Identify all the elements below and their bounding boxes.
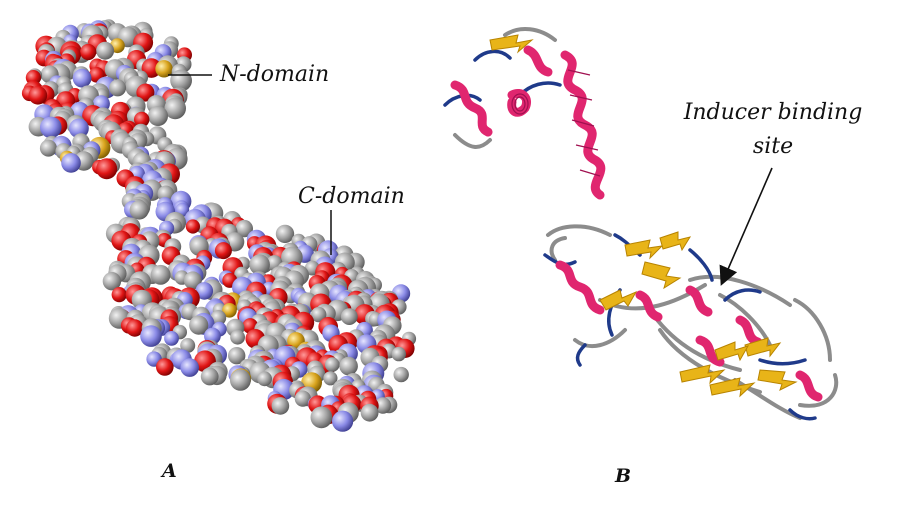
sheet-segments	[489, 34, 798, 398]
inducer-site-line1: Inducer binding	[683, 100, 863, 125]
atom-sphere	[374, 397, 392, 414]
coil-gray-segments	[453, 27, 839, 420]
atom-sphere	[109, 79, 127, 97]
atom-sphere	[271, 397, 290, 415]
n-domain-label: N-domain	[220, 62, 330, 87]
atom-sphere	[180, 338, 196, 353]
atom-sphere	[228, 347, 246, 365]
atom-sphere	[111, 287, 127, 303]
atom-sphere	[28, 86, 48, 105]
atom-sphere	[61, 153, 81, 173]
atom-sphere	[332, 410, 354, 432]
atom-sphere	[150, 264, 171, 285]
atom-sphere	[294, 390, 311, 407]
atom-sphere	[164, 331, 179, 346]
atom-sphere	[195, 282, 214, 300]
atom-sphere	[183, 271, 202, 290]
atom-sphere	[96, 158, 118, 180]
c-domain-label: C-domain	[298, 184, 405, 209]
atom-sphere	[141, 58, 162, 78]
atom-sphere	[140, 325, 162, 347]
atom-sphere	[148, 106, 168, 126]
atom-sphere	[96, 41, 115, 60]
atom-sphere	[360, 403, 379, 422]
atom-sphere	[80, 43, 97, 61]
atom-sphere	[155, 60, 173, 78]
atom-sphere	[275, 224, 295, 244]
atom-sphere	[72, 68, 92, 88]
ribbon-model	[443, 27, 839, 421]
inducer-binding-site-label: Inducer binding site	[658, 96, 888, 164]
atom-sphere	[156, 358, 174, 376]
space-filling-model	[21, 19, 417, 432]
atom-sphere	[185, 219, 200, 234]
inducer-site-arrow	[719, 167, 773, 286]
atom-sphere	[222, 303, 237, 318]
atom-sphere	[180, 358, 199, 377]
helix-detail-lines	[511, 69, 601, 177]
atom-sphere	[230, 329, 246, 345]
atom-sphere	[129, 200, 149, 220]
inducer-site-line2: site	[752, 134, 794, 159]
panel-b-label: B	[615, 465, 632, 487]
atom-sphere	[102, 272, 122, 291]
atom-sphere	[134, 111, 150, 128]
atom-sphere	[249, 254, 270, 275]
atom-sphere	[25, 70, 41, 86]
atom-sphere	[393, 366, 409, 383]
atom-sphere	[189, 315, 209, 335]
atom-sphere	[311, 306, 327, 323]
atom-sphere	[126, 319, 144, 337]
atom-sphere	[340, 308, 358, 325]
atom-sphere	[257, 371, 272, 387]
atom-sphere	[39, 139, 57, 157]
atom-sphere	[323, 371, 338, 386]
atom-sphere	[200, 367, 219, 386]
atom-sphere	[325, 357, 340, 372]
atom-sphere	[136, 83, 155, 102]
atom-sphere	[214, 242, 232, 260]
atom-sphere	[235, 219, 253, 238]
atom-sphere	[310, 406, 333, 429]
atom-sphere	[69, 118, 89, 139]
atom-sphere	[230, 370, 251, 391]
atom-sphere	[40, 116, 62, 139]
atom-sphere	[210, 310, 227, 326]
atom-sphere	[164, 97, 186, 120]
atom-sphere	[339, 356, 358, 376]
atom-sphere	[391, 346, 406, 362]
panel-a-label: A	[162, 460, 177, 482]
